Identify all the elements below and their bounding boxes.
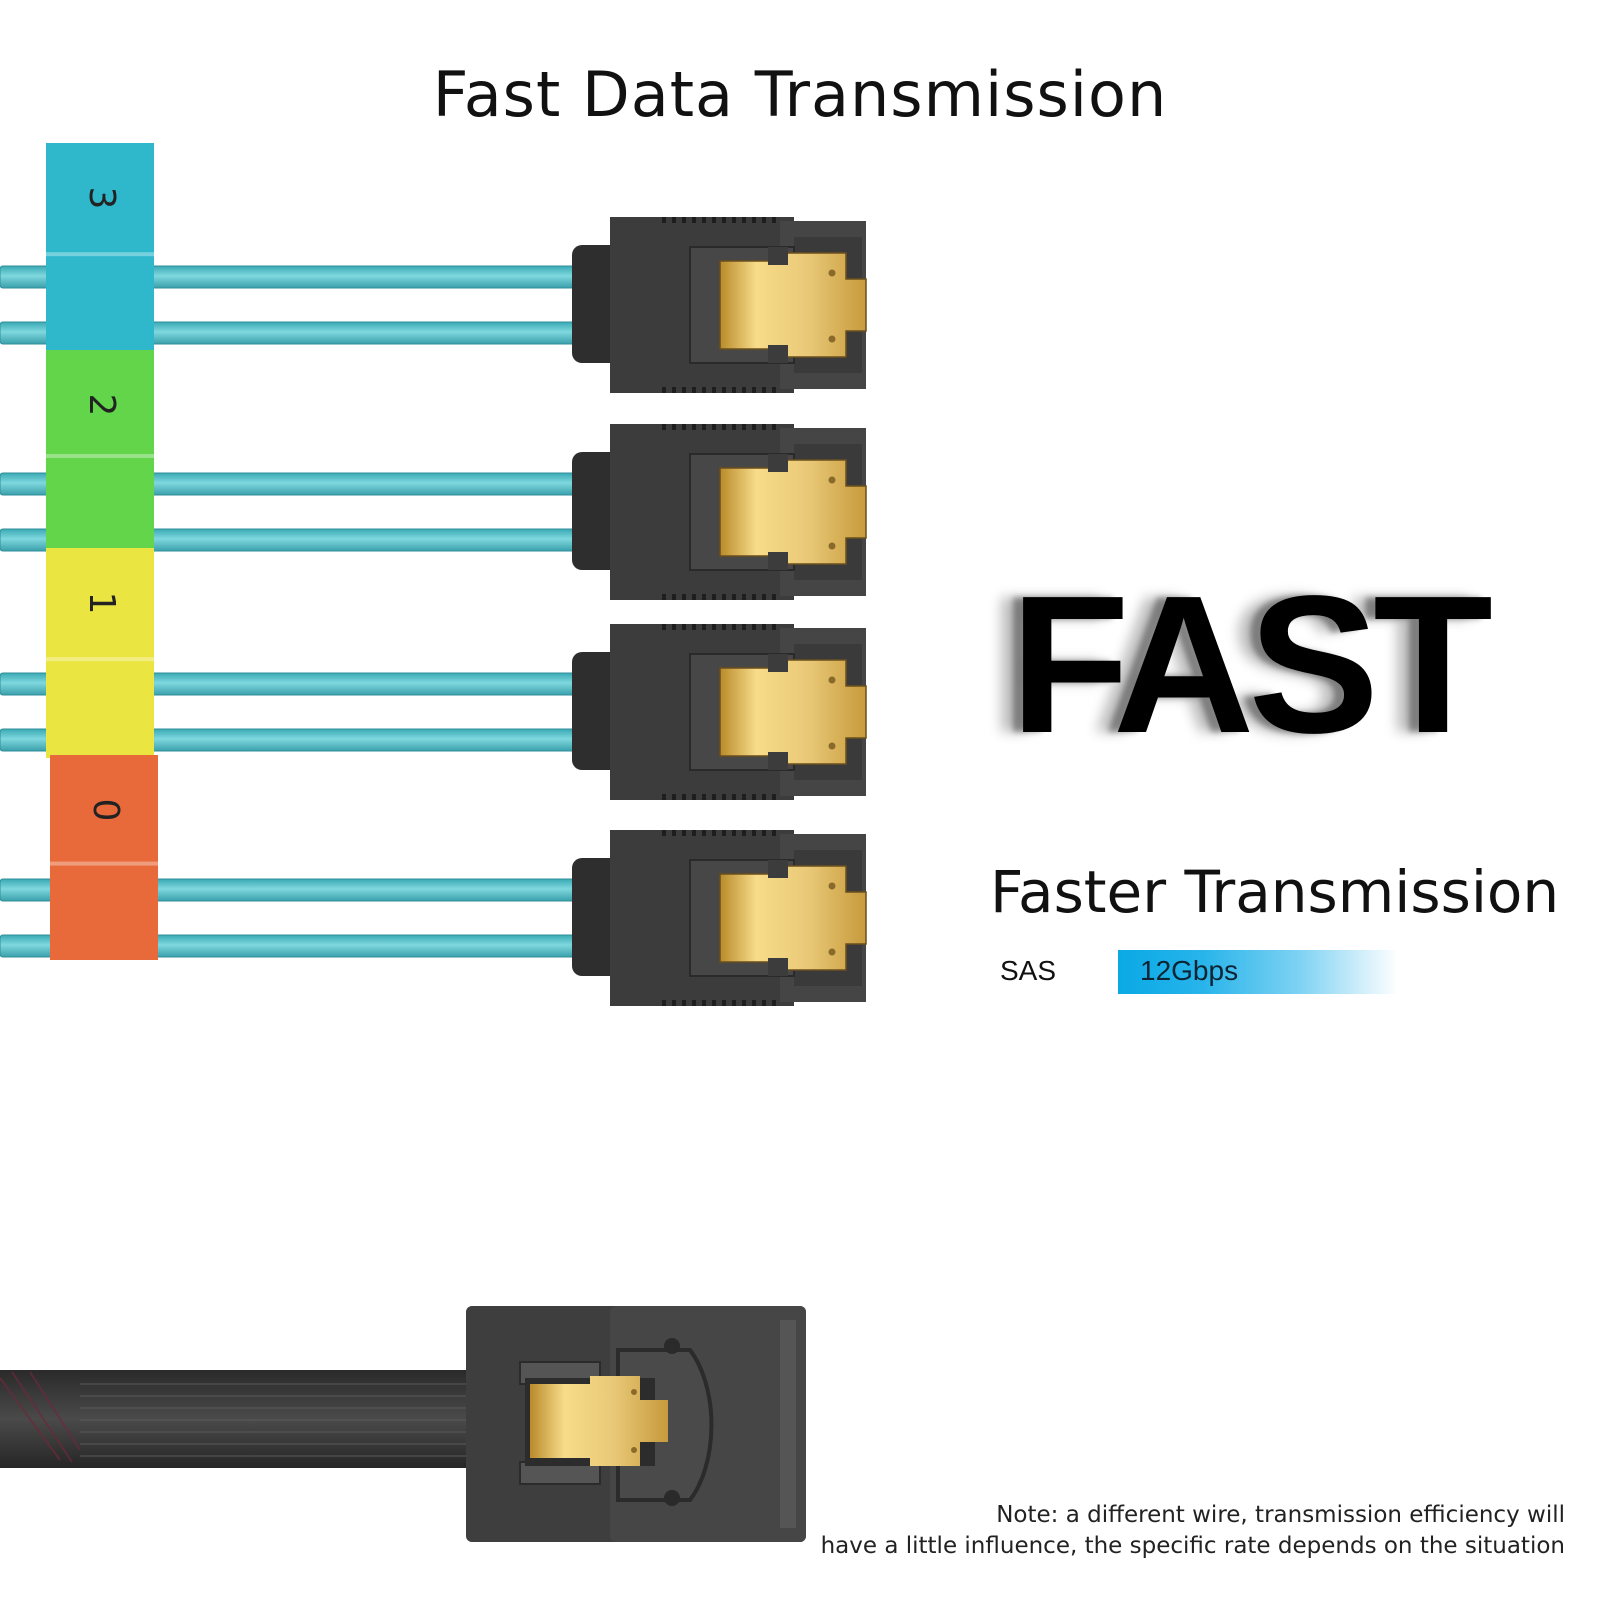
fast-headline-motion-blur: FAST — [988, 555, 1471, 774]
port-tag-crease — [46, 657, 154, 662]
sata-connector-icon — [572, 424, 867, 600]
note: Note: a different wire, transmission eff… — [821, 1500, 1565, 1562]
spec-label: SAS — [1000, 955, 1057, 986]
port-tag-3: 3 — [46, 143, 154, 353]
port-tag-body — [46, 350, 154, 550]
note-line-1: Note: a different wire, transmission eff… — [996, 1502, 1565, 1528]
port-tag-body — [46, 143, 154, 353]
port-tag-2: 2 — [46, 350, 154, 550]
port-tag-body — [46, 548, 154, 758]
sata-connector-icon — [572, 217, 867, 393]
port-tag-label: 2 — [81, 394, 122, 417]
port-tag-crease — [46, 454, 154, 458]
mini-sas-connector-icon — [0, 1306, 806, 1542]
sata-connector-icon — [572, 624, 867, 800]
fast-headline: FAST FAST FAST — [988, 555, 1550, 774]
subtitle: Faster Transmission — [990, 858, 1560, 926]
note-line-2: have a little influence, the specific ra… — [820, 1533, 1565, 1559]
speed-bar — [1118, 950, 1398, 994]
port-tag-0: 0 — [50, 755, 158, 960]
port-tag-1: 1 — [46, 548, 154, 758]
speed-value: 12Gbps — [1140, 955, 1239, 986]
port-tag-body — [50, 755, 158, 960]
port-tag-label: 1 — [81, 592, 122, 615]
page-title: Fast Data Transmission — [432, 58, 1168, 131]
sata-connector-icon — [572, 830, 867, 1006]
port-tag-label: 0 — [85, 799, 126, 822]
port-tag-crease — [50, 861, 158, 866]
fast-headline-text: FAST — [1010, 555, 1493, 774]
fast-headline-motion-blur: FAST — [1000, 555, 1483, 774]
port-tag-crease — [46, 252, 154, 257]
port-tag-label: 3 — [81, 187, 122, 210]
